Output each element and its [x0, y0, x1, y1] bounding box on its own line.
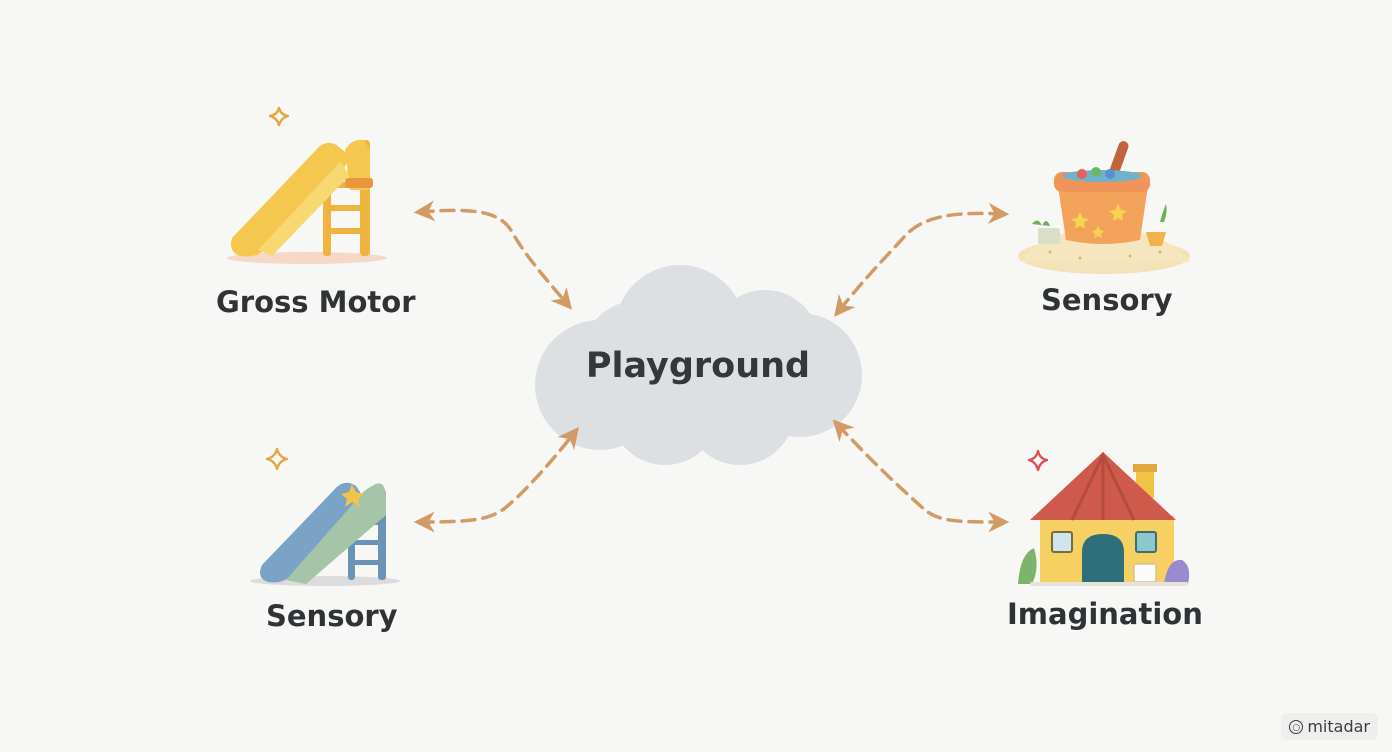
arrow-sensory-bottom [413, 427, 579, 533]
logo-icon: ○ [1289, 719, 1304, 734]
arrow-sensory-top [834, 202, 1010, 317]
center-node-label: Playground [585, 346, 811, 386]
watermark-text: mitadar [1307, 717, 1370, 736]
sand-bucket-icon [1018, 141, 1190, 274]
sparkle-icon [1027, 449, 1049, 472]
yellow-slide-icon [227, 139, 387, 264]
node-label-sensory-bottom: Sensory [266, 599, 398, 633]
cloud-shape [535, 265, 862, 465]
node-label-imagination: Imagination [1007, 597, 1203, 631]
playhouse-icon [1018, 451, 1190, 586]
arrow-imagination [832, 419, 1010, 533]
sparkle-icon [265, 447, 289, 471]
connector-arrows [413, 200, 1010, 533]
watermark: ○ mitadar [1281, 713, 1378, 740]
sparkle-icon [268, 106, 290, 127]
node-label-sensory-top: Sensory [1041, 283, 1173, 317]
node-label-gross-motor: Gross Motor [216, 285, 416, 319]
blue-slide-icon [250, 482, 400, 586]
arrow-gross-motor [413, 200, 573, 310]
